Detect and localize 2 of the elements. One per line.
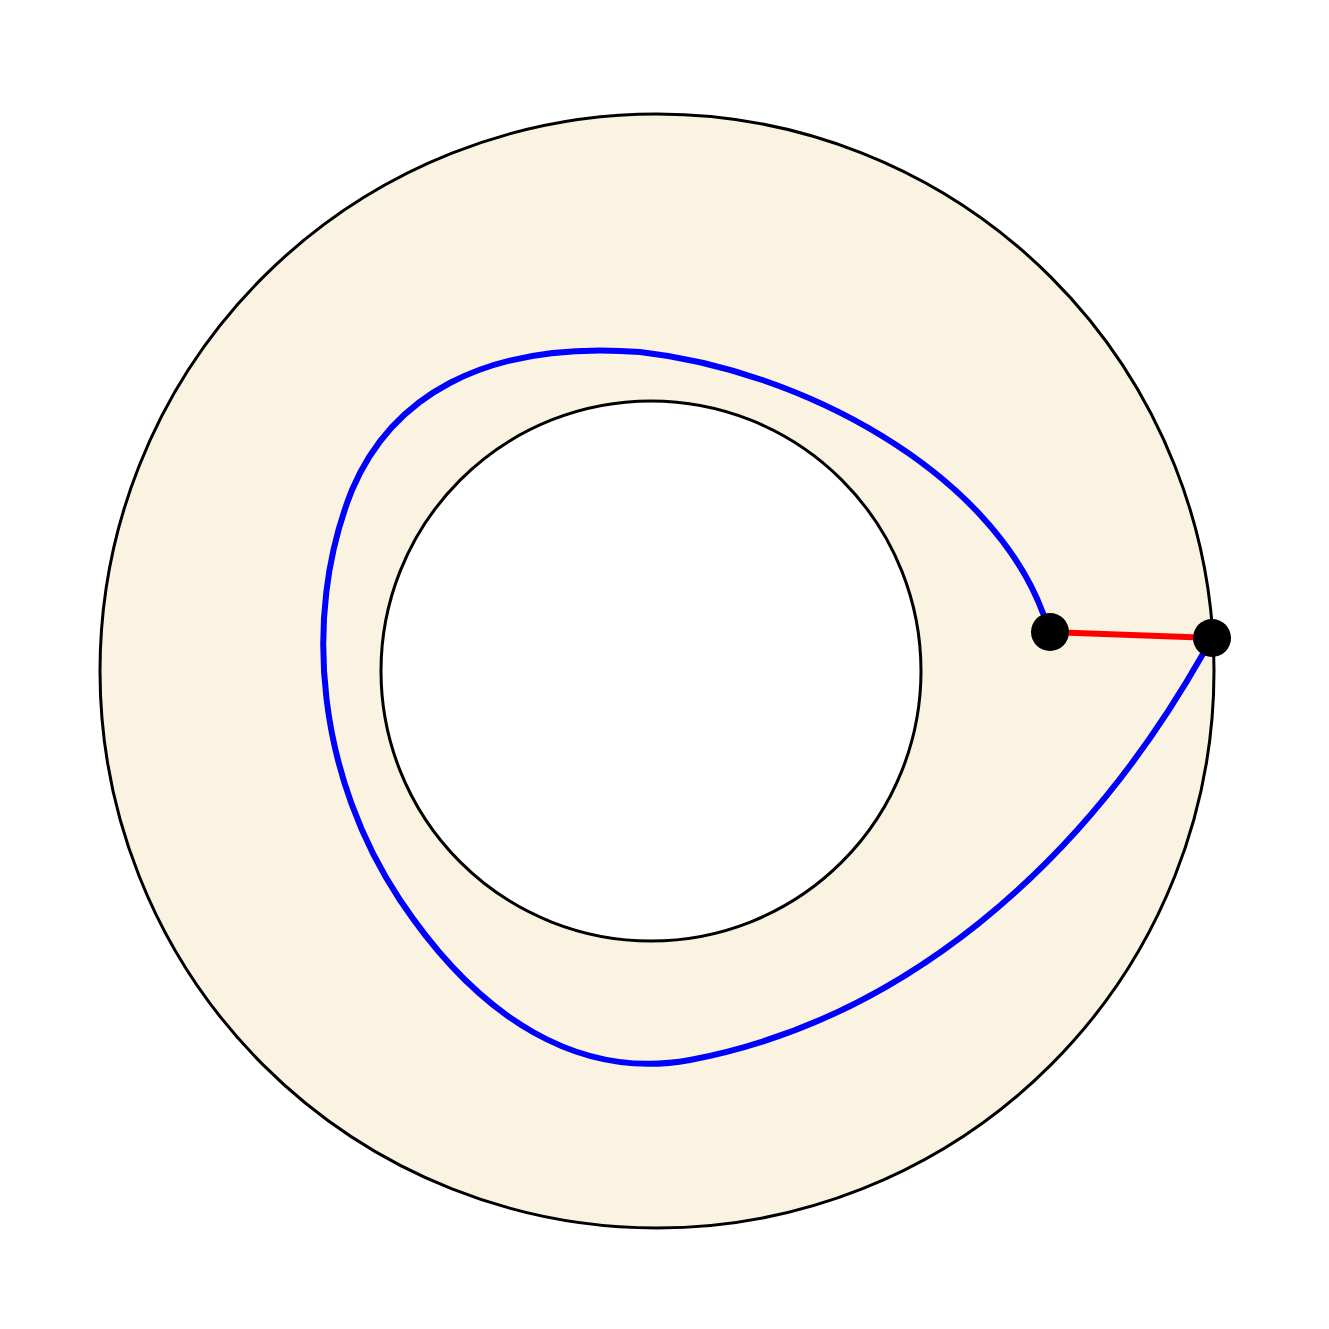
point-dot xyxy=(1193,619,1231,657)
curved-connector xyxy=(320,347,1206,1067)
